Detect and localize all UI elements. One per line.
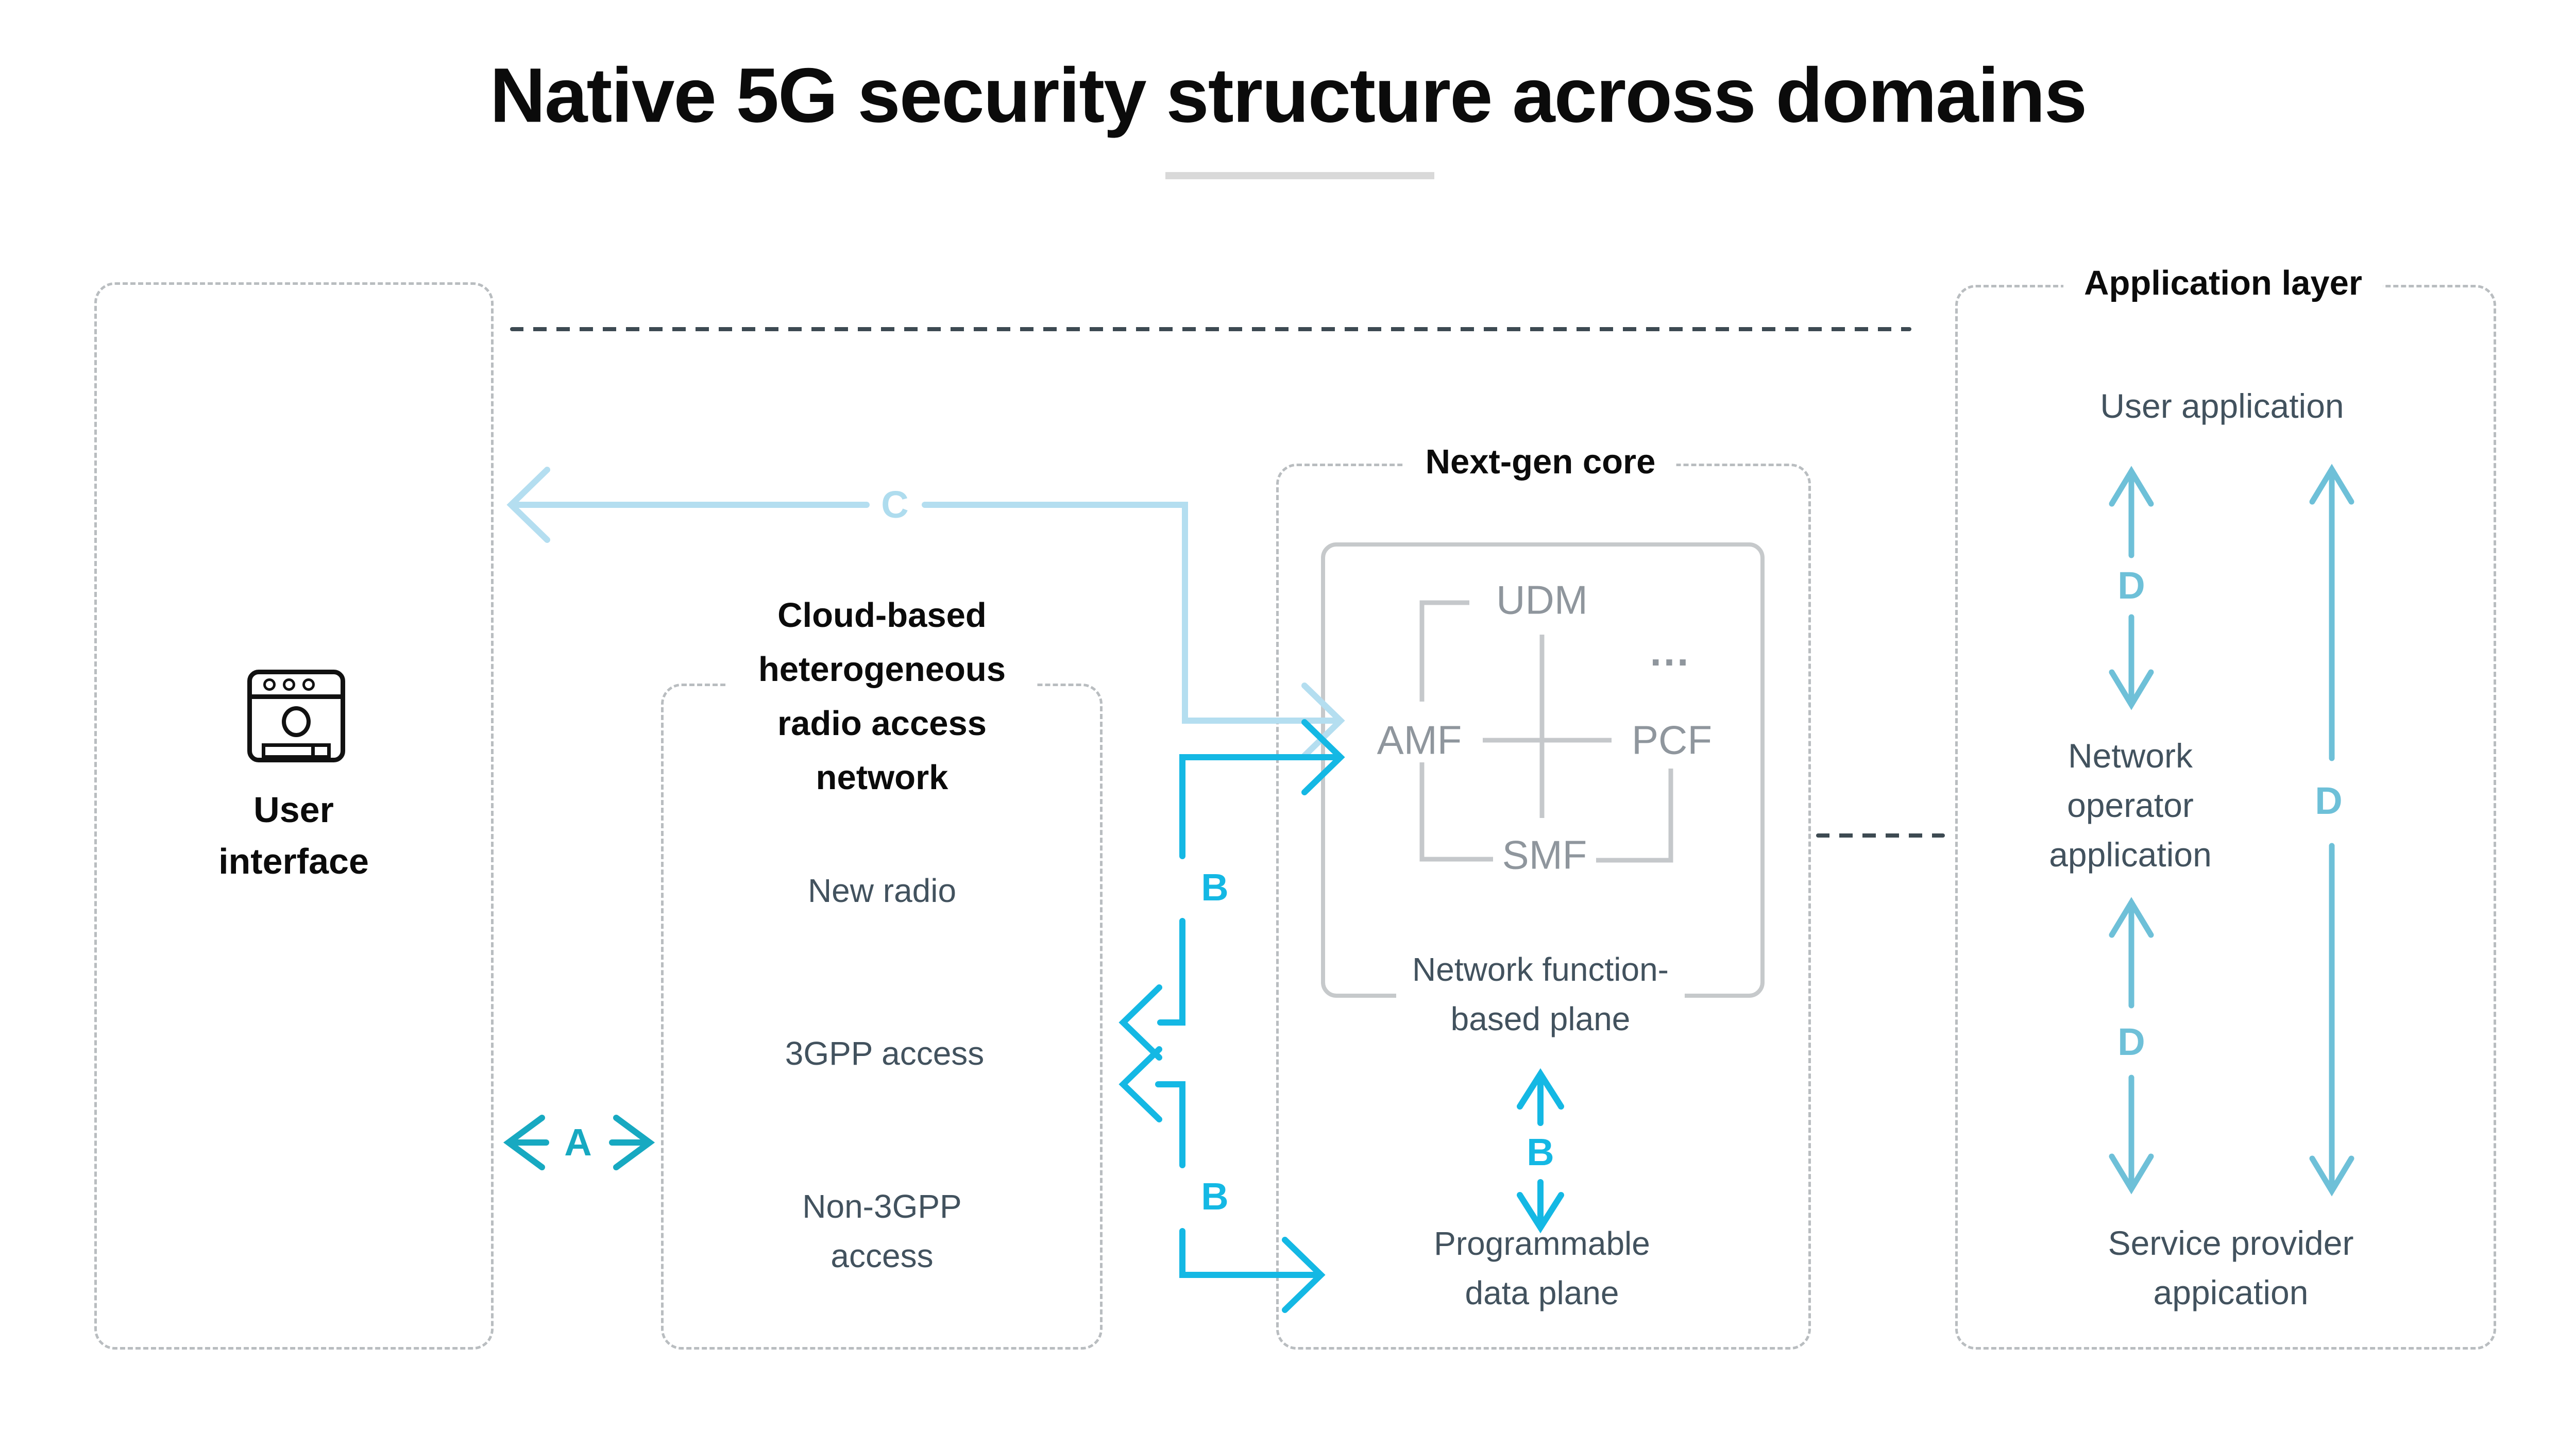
app-item-user-application: User application: [2100, 387, 2344, 425]
ran-item-new-radio: New radio: [807, 872, 957, 909]
connector-b-label-upper: B: [1201, 866, 1229, 909]
browser-window-user-icon: [247, 670, 345, 762]
user-interface-label: User interface: [218, 790, 369, 881]
ran-item-3gpp-access: 3GPP access: [785, 1035, 985, 1072]
connector-d-label-upper: D: [2117, 564, 2145, 607]
core-heading: Next-gen core: [1404, 436, 1676, 488]
app-layer-heading: Application layer: [2063, 258, 2383, 309]
connector-b-label-plane: B: [1527, 1131, 1554, 1173]
dotted-connector-ui-to-app-layer: [510, 327, 1911, 331]
ran-heading: Cloud-based heterogeneous radio access n…: [727, 588, 1037, 805]
user-interface-icon-wrap: [247, 670, 345, 762]
app-item-network-operator-application: Network operator application: [2049, 737, 2212, 874]
window-dot-icon: [302, 678, 315, 691]
core-function-amf: AMF: [1377, 717, 1462, 763]
connector-d-label-lower: D: [2117, 1020, 2145, 1063]
core-ellipsis: ...: [1650, 628, 1691, 674]
dotted-connector-core-to-app-layer: [1816, 833, 1945, 838]
user-interface-box: [94, 282, 494, 1350]
ran-item-non-3gpp-access: Non-3GPP access: [802, 1188, 962, 1274]
window-dot-icon: [283, 678, 295, 691]
core-plane-label: Network function-based plane: [1396, 945, 1685, 1044]
browser-titlebar: [252, 674, 341, 699]
connector-d-label-right: D: [2315, 779, 2343, 822]
field-bar-icon: [262, 743, 331, 759]
window-dot-icon: [263, 678, 276, 691]
user-head-icon: [282, 706, 311, 737]
core-function-pcf: PCF: [1632, 717, 1712, 763]
page-title: Native 5G security structure across doma…: [489, 52, 2088, 139]
connector-b-label-lower: B: [1201, 1175, 1229, 1218]
app-item-service-provider-application: Service provider appication: [2108, 1224, 2354, 1311]
connector-a-label: A: [564, 1121, 592, 1164]
title-underline: [1165, 172, 1434, 179]
core-function-udm: UDM: [1496, 577, 1588, 623]
core-data-plane-label: Programmable data plane: [1434, 1225, 1650, 1311]
core-function-smf: SMF: [1502, 832, 1587, 878]
connector-c-label: C: [881, 483, 909, 526]
